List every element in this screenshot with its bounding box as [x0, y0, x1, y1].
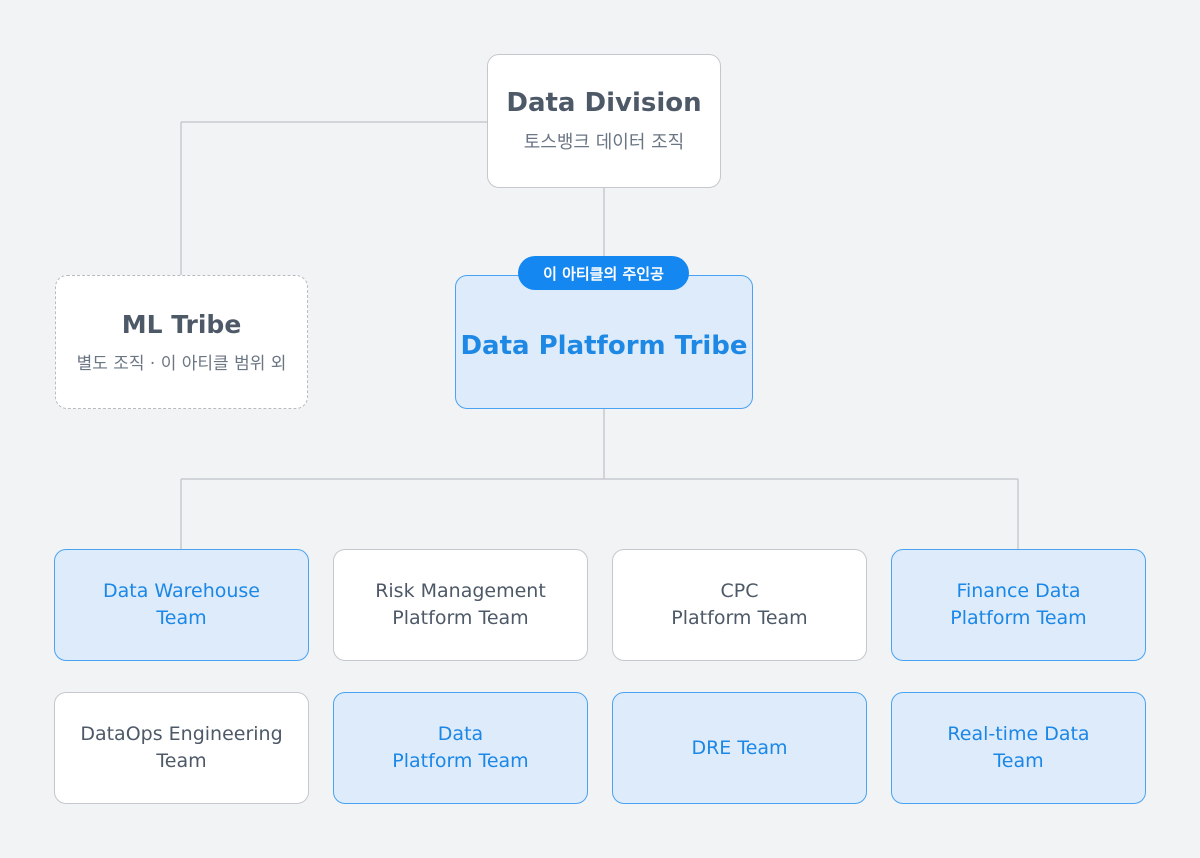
team-node: Real-time Data Team	[891, 692, 1146, 804]
team-label: DRE Team	[691, 736, 788, 759]
team-node: Finance Data Platform Team	[891, 549, 1146, 661]
team-node: CPC Platform Team	[612, 549, 867, 661]
team-label: Finance Data Platform Team	[950, 580, 1087, 629]
team-label: CPC Platform Team	[671, 580, 808, 629]
team-label: Real-time Data Team	[947, 723, 1090, 772]
team-node: Risk Management Platform Team	[333, 549, 588, 661]
data-platform-tribe-title: Data Platform Tribe	[460, 331, 748, 361]
featured-badge: 이 아티클의 주인공	[518, 256, 689, 290]
team-node: DataOps Engineering Team	[54, 692, 309, 804]
ml-tribe-node: ML Tribe 별도 조직 · 이 아티클 범위 외	[55, 275, 308, 409]
ml-tribe-subtitle: 별도 조직 · 이 아티클 범위 외	[76, 354, 287, 374]
team-label: DataOps Engineering Team	[80, 723, 283, 772]
team-node: Data Warehouse Team	[54, 549, 309, 661]
ml-tribe-title: ML Tribe	[121, 310, 242, 339]
data-division-subtitle: 토스뱅크 데이터 조직	[523, 132, 685, 153]
team-label: Data Warehouse Team	[102, 580, 260, 629]
data-division-title: Data Division	[506, 88, 702, 118]
team-label: Data Platform Team	[392, 723, 529, 772]
team-node: Data Platform Team	[333, 692, 588, 804]
team-label: Risk Management Platform Team	[375, 580, 546, 629]
data-platform-tribe-node: Data Platform Tribe	[455, 275, 753, 409]
team-node: DRE Team	[612, 692, 867, 804]
data-division-node: Data Division 토스뱅크 데이터 조직	[487, 54, 721, 188]
